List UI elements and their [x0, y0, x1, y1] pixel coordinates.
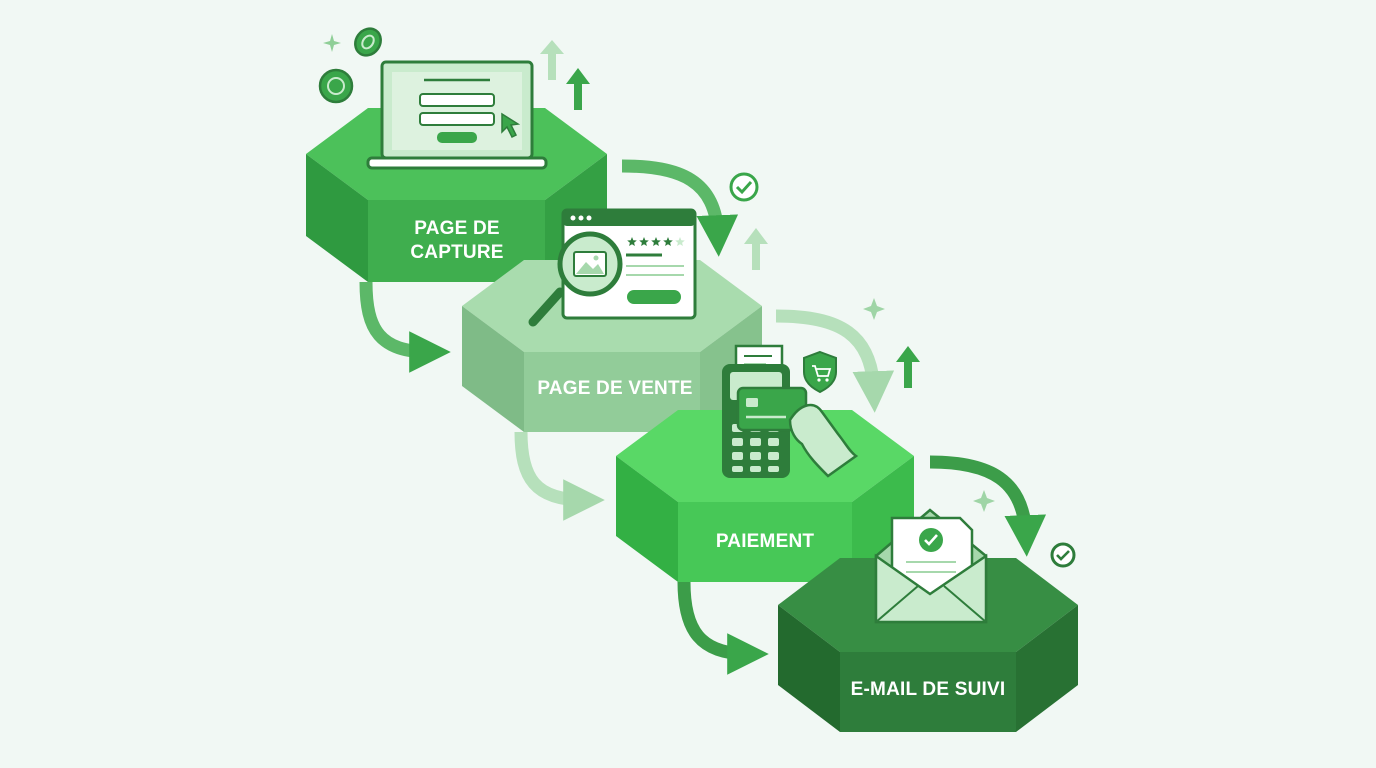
star-icon [639, 237, 649, 246]
flow-arrows [359, 159, 1047, 675]
star-icon [663, 237, 673, 246]
magnifier-handle [528, 287, 565, 327]
up-arrow-icon [566, 68, 590, 110]
hex-front [524, 352, 700, 432]
coin-icon [354, 27, 382, 57]
step-label-capture: PAGE DE CAPTURE [380, 217, 534, 265]
arrow-paiement-to-suivi-right [929, 455, 1047, 557]
check-circle-icon [729, 172, 759, 202]
cursor-icon [501, 112, 521, 139]
hex-side-left [306, 154, 368, 282]
step-label-line: E-MAIL DE SUIVI [850, 679, 1006, 700]
sales-page-magnifier-icon [528, 208, 697, 327]
hand-icon [788, 403, 859, 478]
step-label-suivi: E-MAIL DE SUIVI [830, 678, 1026, 702]
hex-side-right [1016, 605, 1078, 732]
star-icon [675, 237, 685, 246]
hex-front [840, 652, 1016, 732]
arrow-vente-to-paiement-left [514, 431, 605, 521]
step-label-line: PAGE DE VENTE [537, 378, 693, 399]
sparkle-icon [973, 490, 995, 512]
laptop-form-icon [366, 60, 548, 170]
hex-side-left [616, 456, 678, 582]
step-label-line: CAPTURE [410, 242, 504, 263]
hex-side-left [778, 605, 840, 732]
up-arrow-icon [744, 228, 768, 270]
hex-front [368, 200, 545, 282]
decorations [318, 27, 1076, 568]
step-label-vente: PAGE DE VENTE [520, 377, 710, 401]
rating-stars [627, 237, 685, 246]
arrow-capture-to-vente-right [621, 159, 739, 257]
up-arrow-icon [540, 40, 564, 80]
step-label-line: PAIEMENT [715, 531, 815, 552]
step-label-paiement: PAIEMENT [680, 530, 850, 554]
step-label-line: PAGE DE [414, 218, 500, 239]
sparkle-icon [863, 298, 885, 320]
shield-cart-icon [803, 350, 837, 394]
envelope-check-icon [874, 508, 988, 624]
up-arrow-icon [896, 346, 920, 388]
check-circle-icon [1050, 542, 1076, 568]
star-icon [651, 237, 661, 246]
arrow-capture-to-vente-left [359, 281, 451, 373]
payment-terminal-icon [722, 344, 859, 478]
hex-side-right [852, 456, 914, 582]
arrow-vente-to-paiement-right [775, 309, 895, 413]
arrow-paiement-to-suivi-left [677, 581, 769, 675]
coin-icon [318, 68, 354, 104]
hex-front [678, 502, 852, 582]
star-icon [627, 237, 637, 246]
sparkle-icon [323, 34, 341, 52]
hex-side-left [462, 306, 524, 432]
